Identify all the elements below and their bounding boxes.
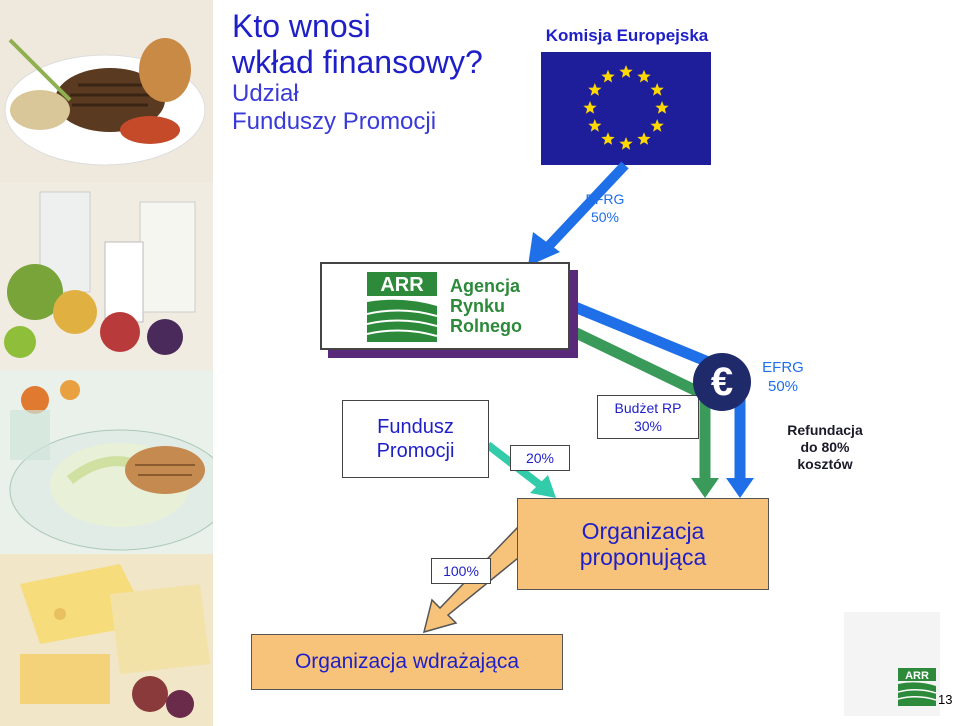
efrg-right-line-2: 50%	[767, 378, 799, 395]
eu-star	[650, 83, 664, 96]
proponujaca-line-1: Organizacja	[581, 518, 705, 544]
eu-star	[619, 137, 633, 150]
budzet-rp-box: Budżet RP 30%	[597, 395, 699, 439]
arr-name: Agencja Rynku Rolnego	[450, 276, 522, 336]
eu-star	[655, 101, 669, 114]
arr-name-line-2: Rynku	[450, 296, 506, 316]
food-photo-dairy	[0, 182, 213, 370]
refundacja-label: Refundacja do 80% kosztów	[775, 422, 875, 473]
fundusz-line-2: Promocji	[376, 440, 455, 462]
slide-title: Kto wnosi wkład finansowy? Udział Fundus…	[232, 8, 483, 136]
refundacja-line-1: Refundacja	[787, 422, 863, 438]
eu-label: Komisja Europejska	[545, 26, 709, 45]
efrg-right-line-1: EFRG	[762, 359, 804, 376]
eu-star	[583, 101, 597, 114]
fundusz-promocji-box: Fundusz Promocji	[342, 400, 489, 478]
arr-name-line-1: Agencja	[450, 276, 521, 296]
eu-star	[588, 83, 602, 96]
arr-logo: ARR	[366, 272, 438, 342]
title-line-1: Kto wnosi	[232, 8, 371, 44]
refundacja-line-3: kosztów	[797, 456, 853, 472]
pct-100-label: 100%	[443, 563, 479, 579]
organizacja-wdrazajaca-box: Organizacja wdrażająca	[251, 634, 563, 690]
eu-star	[650, 119, 664, 132]
footer-arr-logo: ARR	[897, 668, 937, 706]
subtitle-line-2: Funduszy Promocji	[232, 108, 437, 135]
pct-20-label: 20%	[525, 450, 555, 466]
food-photo-fish	[0, 370, 213, 554]
eu-flag-icon	[541, 52, 711, 165]
euro-symbol: €	[710, 359, 734, 404]
food-photo-steak	[0, 0, 213, 182]
efrg-top-label: EFRG 50%	[580, 190, 630, 226]
arr-logo-text: ARR	[380, 274, 424, 296]
wdrazajaca-label: Organizacja wdrażająca	[294, 650, 520, 673]
proponujaca-line-2: proponująca	[579, 544, 707, 570]
eu-star	[637, 132, 651, 145]
fundusz-line-1: Fundusz	[377, 416, 454, 438]
eu-star	[619, 65, 633, 78]
arr-box: ARR Agencja Rynku Rolnego	[320, 262, 570, 350]
eu-star	[601, 69, 615, 83]
efrg-right-label: EFRG 50%	[755, 358, 811, 396]
subtitle-line-1: Udział	[232, 80, 299, 107]
page-number: 13	[938, 692, 953, 707]
euro-icon: €	[693, 353, 751, 411]
arrow-eu-to-arr	[528, 161, 629, 266]
budzet-line-2: 30%	[633, 418, 663, 434]
arr-name-line-3: Rolnego	[450, 316, 522, 336]
budzet-line-1: Budżet RP	[614, 400, 682, 416]
eu-star	[637, 69, 651, 83]
pct-100-box: 100%	[431, 558, 491, 584]
pct-20-box: 20%	[510, 445, 570, 471]
eu-star	[601, 132, 615, 145]
efrg-top-line-2: 50%	[590, 209, 620, 225]
refundacja-line-2: do 80%	[800, 439, 850, 455]
eu-star	[588, 119, 602, 132]
food-photo-cheese	[0, 554, 213, 726]
title-line-2: wkład finansowy?	[232, 44, 483, 80]
efrg-top-line-1: EFRG	[585, 191, 625, 207]
organizacja-proponujaca-box: Organizacja proponująca	[517, 498, 769, 590]
footer-logo-text: ARR	[905, 670, 929, 682]
